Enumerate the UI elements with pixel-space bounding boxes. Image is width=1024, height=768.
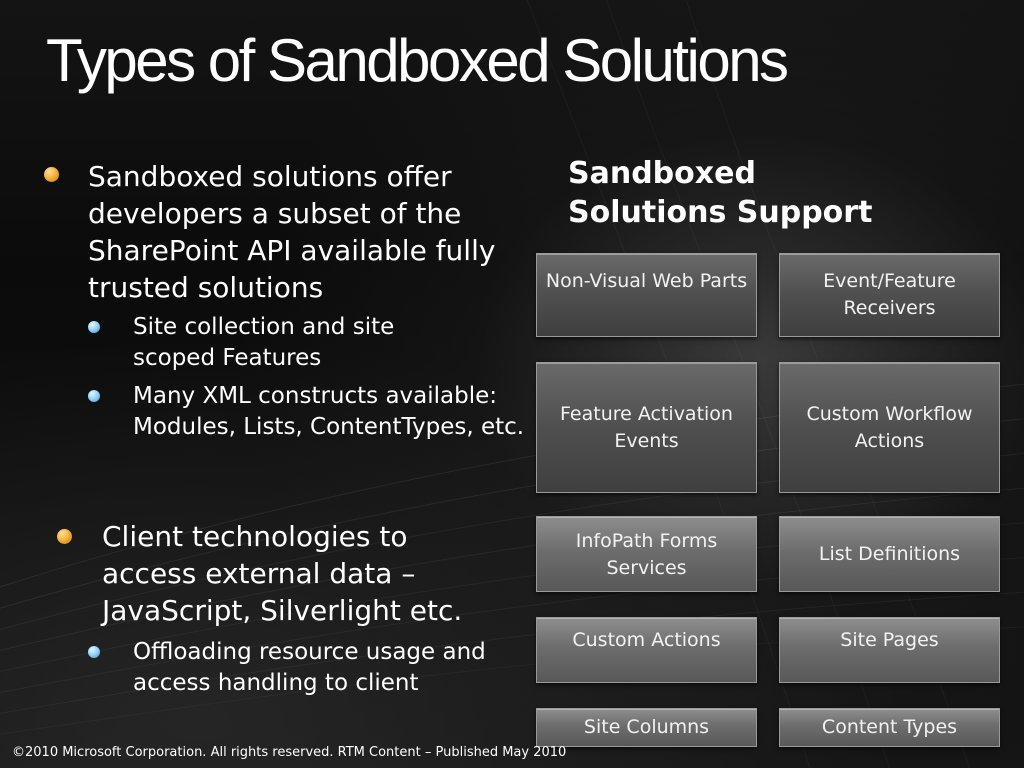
- tile-label: Site Pages: [840, 629, 939, 651]
- support-tile-infopath-forms-services: InfoPath Forms Services: [536, 516, 757, 592]
- bullet-list: Sandboxed solutions offer developers a s…: [44, 160, 525, 696]
- copyright-footer: ©2010 Microsoft Corporation. All rights …: [12, 745, 567, 760]
- tile-label: Event/Feature Receivers: [823, 270, 956, 319]
- support-tile-site-pages: Site Pages: [779, 617, 1000, 683]
- support-tile-event-feature-receivers: Event/Feature Receivers: [779, 253, 1000, 337]
- tile-label: Non-Visual Web Parts: [545, 270, 748, 292]
- tile-label: Feature Activation Events: [560, 402, 733, 452]
- support-tile-list-definitions: List Definitions: [779, 516, 1000, 592]
- tile-label: Custom Workflow Actions: [806, 402, 973, 452]
- bullet-text: Client technologies to access external d…: [102, 520, 463, 627]
- sub-bullet-text: Offloading resource usage and access han…: [133, 639, 486, 696]
- sub-bullet-dot-icon: [88, 646, 100, 658]
- bullet-dot-icon: [57, 529, 72, 544]
- tile-label: Content Types: [821, 716, 958, 738]
- slide-title: Types of Sandboxed Solutions: [46, 27, 789, 94]
- support-tile-custom-workflow-actions: Custom Workflow Actions: [779, 362, 1000, 493]
- tile-label: Site Columns: [583, 716, 710, 738]
- tile-label: InfoPath Forms Services: [575, 530, 718, 579]
- sub-bullet-text: Many XML constructs available: Modules, …: [133, 383, 525, 440]
- bullet-text: Sandboxed solutions offer developers a s…: [88, 160, 496, 304]
- support-heading: Sandboxed Solutions Support: [568, 156, 873, 230]
- sub-bullet-dot-icon: [88, 321, 100, 333]
- bullet-dot-icon: [44, 167, 59, 182]
- sub-bullet-text: Site collection and site scoped Features: [133, 314, 395, 371]
- tile-label: List Definitions: [818, 542, 961, 565]
- sub-bullet-dot-icon: [88, 390, 100, 402]
- support-tile-feature-activation-events: Feature Activation Events: [536, 362, 757, 493]
- support-tile-non-visual-web-parts: Non-Visual Web Parts: [536, 253, 757, 337]
- support-tile-content-types: Content Types: [779, 708, 1000, 747]
- support-tile-site-columns: Site Columns: [536, 708, 757, 747]
- support-tile-custom-actions: Custom Actions: [536, 617, 757, 683]
- tile-label: Custom Actions: [572, 629, 721, 651]
